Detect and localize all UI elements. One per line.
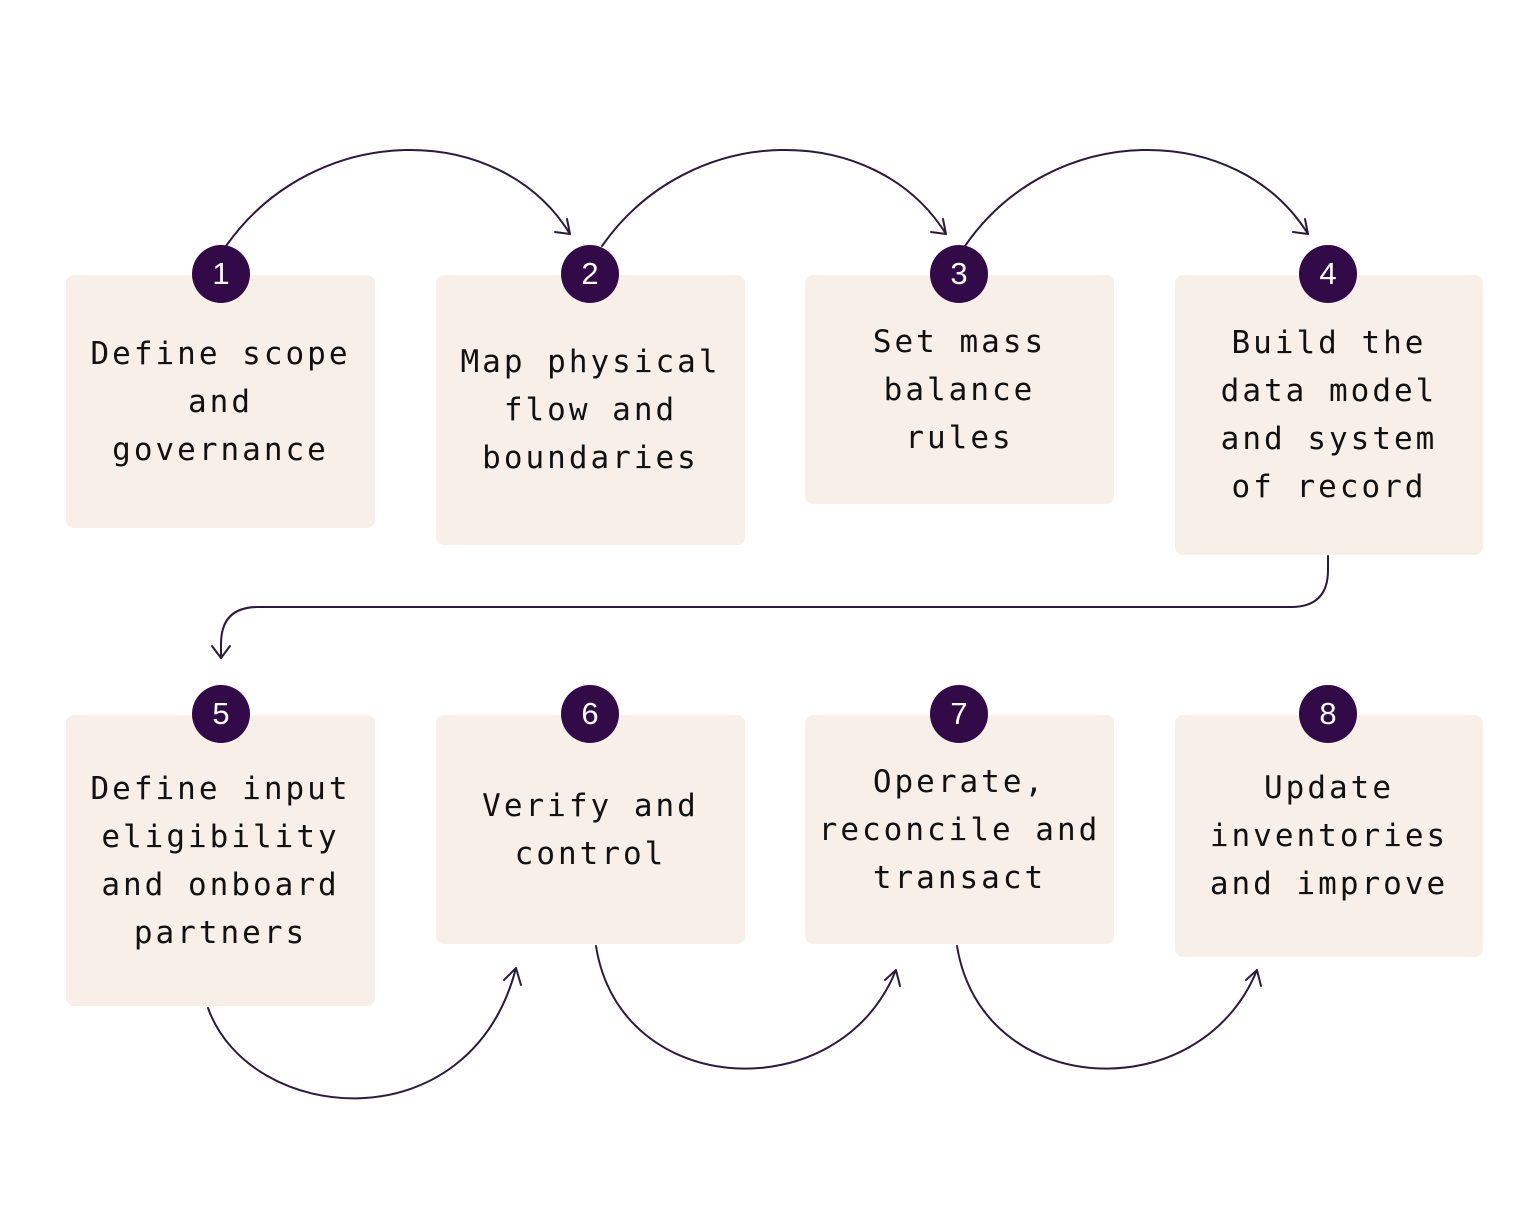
step-4-box: Build the data model and system of recor… [1175, 275, 1483, 555]
step-1-label: Define scope and governance [90, 335, 351, 468]
step-6-label: Verify and control [482, 787, 699, 872]
step-6-box: Verify and control [436, 715, 745, 944]
arrowhead-2-3 [930, 218, 947, 235]
arrowhead-3-4 [1292, 218, 1309, 235]
connector-arrow-1-2 [225, 149, 571, 247]
arrowhead-1-2 [554, 218, 571, 235]
step-6-number-badge: 6 [561, 685, 619, 743]
step-8-box: Update inventories and improve [1175, 715, 1483, 957]
step-8-number-badge: 8 [1299, 685, 1357, 743]
step-4-label: Build the data model and system of recor… [1220, 325, 1438, 505]
step-7-label: Operate, reconcile and transact [818, 763, 1101, 896]
arrowhead-7-8 [1245, 969, 1262, 987]
step-2-box: Map physical flow and boundaries [436, 275, 745, 545]
step-3-box: Set mass balance rules [805, 275, 1114, 504]
step-3-label: Set mass balance rules [872, 323, 1047, 456]
step-3-number-badge: 3 [930, 245, 988, 303]
connector-arrow-7-8 [956, 945, 1258, 1070]
connector-arrow-6-7 [595, 945, 897, 1070]
connector-arrow-4-5 [220, 555, 1329, 659]
step-5-number-badge: 5 [192, 685, 250, 743]
step-4-number-badge: 4 [1299, 245, 1357, 303]
arrowhead-5-6 [503, 967, 522, 986]
step-2-number-badge: 2 [561, 245, 619, 303]
connector-arrow-5-6 [207, 967, 517, 1100]
step-7-box: Operate, reconcile and transact [805, 715, 1114, 944]
step-7-number-badge: 7 [930, 685, 988, 743]
connector-arrow-3-4 [964, 149, 1309, 247]
arrowhead-6-7 [884, 969, 901, 987]
step-5-label: Define input eligibility and onboard par… [90, 770, 351, 951]
step-5-box: Define input eligibility and onboard par… [66, 715, 375, 1006]
connector-arrow-2-3 [601, 149, 947, 247]
arrowhead-4-5 [211, 645, 231, 659]
step-1-number-badge: 1 [192, 245, 250, 303]
step-8-label: Update inventories and improve [1209, 770, 1449, 902]
step-1-box: Define scope and governance [66, 275, 375, 528]
step-2-label: Map physical flow and boundaries [460, 344, 721, 476]
